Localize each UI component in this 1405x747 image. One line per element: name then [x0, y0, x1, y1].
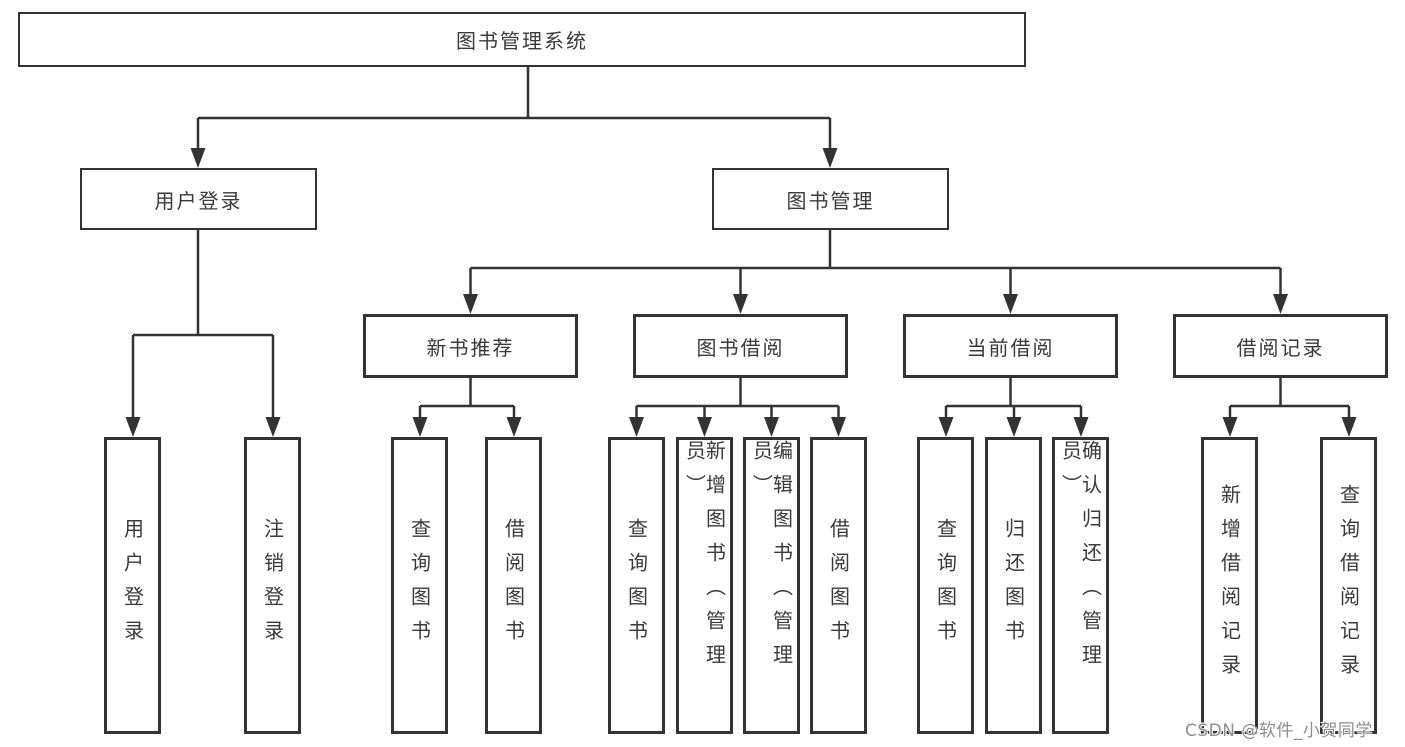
- edges-root-to-level2: [190, 67, 838, 168]
- csdn-watermark: CSDN @软件_小贺同学: [1185, 721, 1373, 741]
- leaf-user-login: 用户登录: [104, 437, 161, 734]
- leaf-query-books-1: 查询图书: [391, 437, 448, 734]
- leaf-borrow-books-2: 借阅图书: [810, 437, 867, 734]
- leaf-borrow-books-2-label: 借阅图书: [826, 517, 851, 654]
- leaf-query-books-3-label: 查询图书: [933, 517, 958, 654]
- edges-book-borrow-children: [629, 378, 846, 437]
- leaf-return-books: 归还图书: [985, 437, 1042, 734]
- leaf-logout-label: 注销登录: [260, 517, 285, 654]
- node-borrow-records: 借阅记录: [1173, 314, 1388, 378]
- leaf-query-borrow-record: 查询借阅记录: [1320, 437, 1377, 734]
- leaf-add-borrow-record-label: 新增借阅记录: [1217, 483, 1242, 688]
- leaf-query-books-2: 查询图书: [608, 437, 665, 734]
- edges-user-login-children: [125, 230, 281, 437]
- leaf-query-borrow-record-label: 查询借阅记录: [1336, 483, 1361, 688]
- node-new-book-recommend: 新书推荐: [363, 314, 578, 378]
- node-user-login: 用户登录: [80, 168, 317, 230]
- leaf-add-books-admin-label: 新增图书（管理员）: [682, 440, 727, 678]
- edges-new-book-recommend-children: [412, 378, 522, 437]
- leaf-return-books-label: 归还图书: [1001, 517, 1026, 654]
- leaf-query-books-3: 查询图书: [917, 437, 974, 734]
- leaf-query-books-1-label: 查询图书: [407, 517, 432, 654]
- edges-current-borrow-children: [938, 378, 1089, 437]
- leaf-user-login-label: 用户登录: [120, 517, 145, 654]
- leaf-borrow-books-1-label: 借阅图书: [501, 517, 526, 654]
- leaf-confirm-return-admin-label: 确认归还（管理员）: [1058, 440, 1103, 678]
- edges-borrow-records-children: [1222, 378, 1357, 437]
- node-book-management: 图书管理: [712, 168, 949, 230]
- node-library-management-system: 图书管理系统: [18, 12, 1026, 67]
- leaf-add-borrow-record: 新增借阅记录: [1201, 437, 1258, 734]
- leaf-confirm-return-admin: 确认归还（管理员）: [1052, 437, 1109, 734]
- leaf-logout: 注销登录: [244, 437, 301, 734]
- leaf-add-books-admin: 新增图书（管理员）: [676, 437, 733, 734]
- node-book-borrow: 图书借阅: [633, 314, 848, 378]
- leaf-edit-books-admin-label: 编辑图书（管理员）: [749, 440, 794, 678]
- leaf-edit-books-admin: 编辑图书（管理员）: [743, 437, 800, 734]
- leaf-query-books-2-label: 查询图书: [624, 517, 649, 654]
- edges-book-management-children: [463, 230, 1288, 314]
- leaf-borrow-books-1: 借阅图书: [485, 437, 542, 734]
- node-current-borrow: 当前借阅: [903, 314, 1118, 378]
